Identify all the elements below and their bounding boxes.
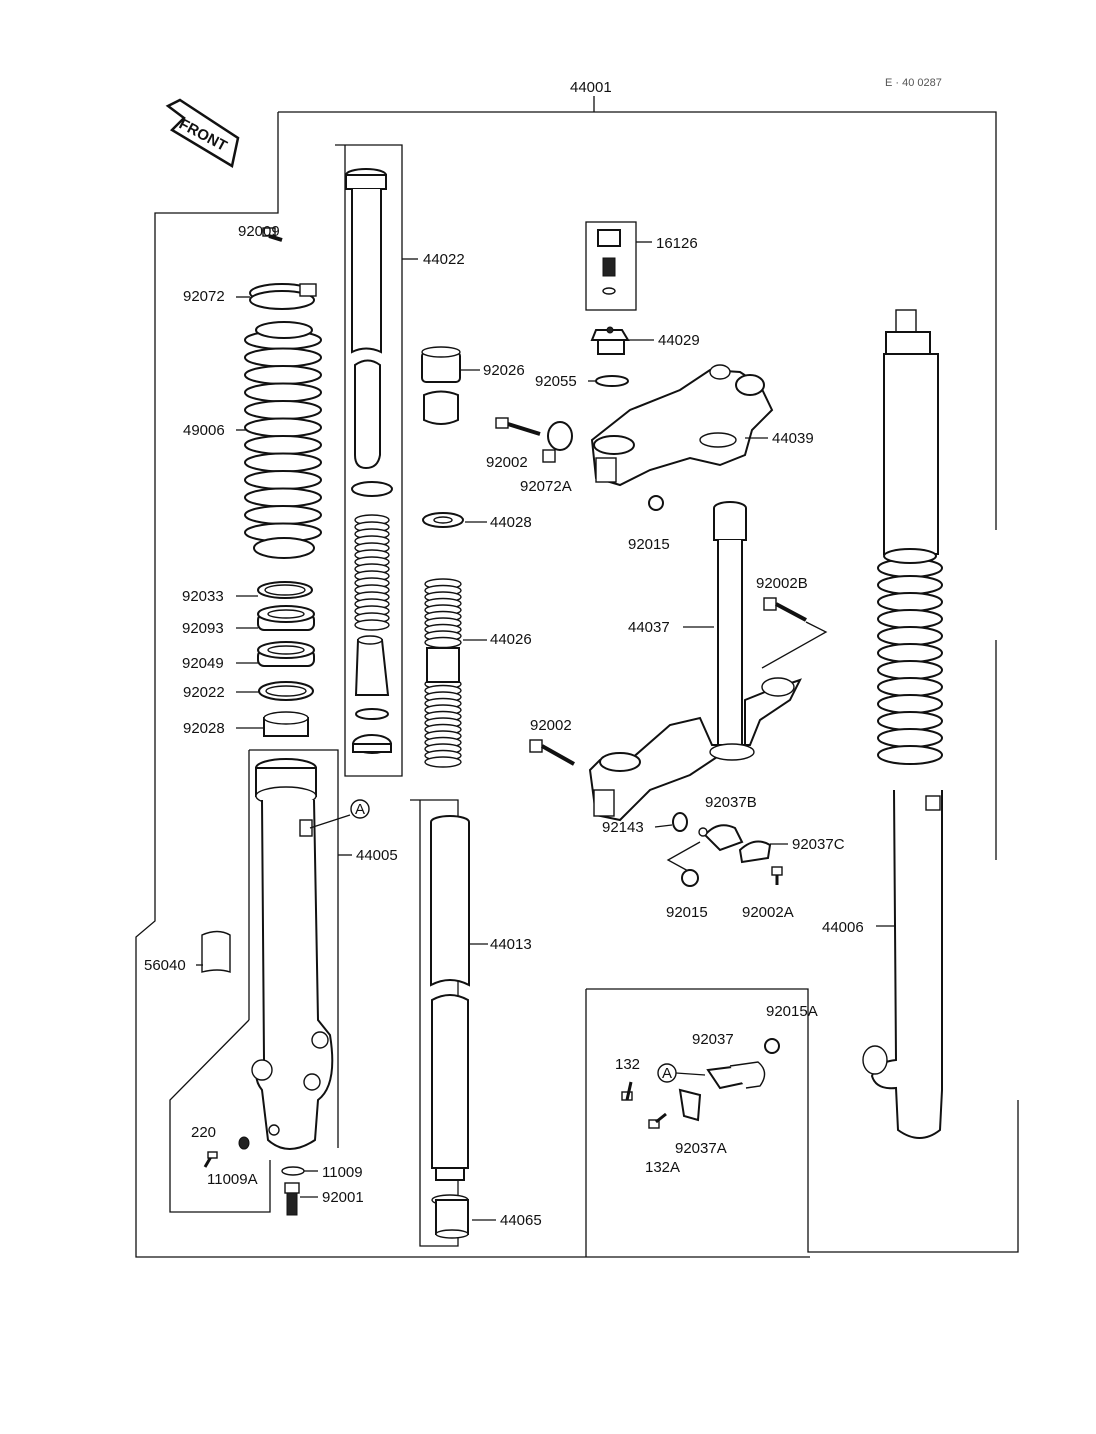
upper-bracket-44039 [590, 364, 774, 487]
nut-92015-mid [681, 869, 699, 887]
label-92037B: 92037B [705, 794, 757, 811]
screw-92002A [771, 866, 783, 885]
svg-text:A: A [662, 1065, 672, 1082]
label-92002-mid: 92002 [530, 717, 572, 734]
label-92002B: 92002B [756, 575, 808, 592]
label-92033: 92033 [182, 588, 224, 605]
label-44037: 44037 [628, 619, 670, 636]
label-16126: 16126 [656, 235, 698, 252]
bolt-92002-mid [529, 739, 575, 766]
bolt-92002-top [495, 417, 541, 436]
label-44001: 44001 [570, 79, 612, 96]
label-44028: 44028 [490, 514, 532, 531]
front-direction-arrow: FRONT [165, 98, 240, 168]
clamp-92072A [542, 421, 573, 463]
label-92001: 92001 [322, 1189, 364, 1206]
label-132: 132 [615, 1056, 640, 1073]
label-92028: 92028 [183, 720, 225, 737]
label-92009: 92009 [238, 223, 280, 240]
bracket-92037B-92037C [698, 824, 772, 864]
label-92002A: 92002A [742, 904, 794, 921]
bushing-92028 [263, 711, 309, 737]
svg-text:A: A [355, 801, 365, 818]
inner-tube-44013 [410, 799, 488, 1247]
o-ring-92055 [595, 375, 629, 387]
outer-tube-left-44005 [248, 749, 352, 1150]
label-44065: 44065 [500, 1212, 542, 1229]
screw-92009 [262, 227, 283, 242]
nut-92015A [764, 1038, 780, 1054]
label-49006: 49006 [183, 422, 225, 439]
screw-220 [203, 1151, 218, 1168]
drawing-code: E · 40 0287 [885, 77, 942, 89]
bolt-92001 [284, 1182, 300, 1216]
label-92015-mid: 92015 [666, 904, 708, 921]
label-44005: 44005 [356, 847, 398, 864]
top-plug-44029 [590, 326, 630, 355]
screw-132A [648, 1112, 667, 1129]
oil-seal-92093 [257, 605, 315, 631]
label-92037A: 92037A [675, 1140, 727, 1157]
nut-92015-top [648, 495, 664, 511]
label-44006: 44006 [822, 919, 864, 936]
bracket-92037 [678, 1061, 766, 1122]
snap-ring-92033 [257, 581, 313, 599]
label-92002-top: 92002 [486, 454, 528, 471]
label-220: 220 [191, 1124, 216, 1141]
bolt-92002B [763, 597, 807, 622]
callout-a-left: A [350, 799, 370, 819]
label-11009: 11009 [322, 1164, 363, 1181]
air-valve-16126 [585, 221, 637, 311]
label-92022: 92022 [183, 684, 225, 701]
label-92093: 92093 [182, 620, 224, 637]
fork-spring-44026 [424, 578, 462, 768]
label-92049: 92049 [182, 655, 224, 672]
label-56040: 56040 [144, 957, 186, 974]
label-92026: 92026 [483, 362, 525, 379]
label-92143: 92143 [602, 819, 644, 836]
label-11009A: 11009A [207, 1171, 258, 1188]
ring-92022 [258, 681, 314, 701]
fork-boot-49006 [244, 321, 322, 559]
label-44039: 44039 [772, 430, 814, 447]
fork-assembly-right-44006 [862, 309, 943, 1139]
steering-stem-44037 [588, 501, 802, 822]
label-44029: 44029 [658, 332, 700, 349]
label-92015-top: 92015 [628, 536, 670, 553]
washer-11009 [281, 1166, 305, 1176]
inner-tube-group-44022 [335, 144, 418, 777]
callout-a-right: A [657, 1063, 677, 1083]
nut-11009A [238, 1136, 250, 1150]
caution-label-56040 [201, 930, 231, 973]
label-92072: 92072 [183, 288, 225, 305]
label-92015A: 92015A [766, 1003, 818, 1020]
label-92037: 92037 [692, 1031, 734, 1048]
label-44013: 44013 [490, 936, 532, 953]
fork-assembly-outline [135, 96, 1019, 1258]
label-44022: 44022 [423, 251, 465, 268]
collar-92026 [421, 346, 461, 425]
label-92072A: 92072A [520, 478, 572, 495]
screw-132 [621, 1081, 633, 1101]
clamp-92072 [249, 283, 317, 310]
label-132A: 132A [645, 1159, 680, 1176]
spring-seat-44028 [422, 512, 464, 528]
label-92037C: 92037C [792, 836, 845, 853]
collar-92143 [672, 812, 688, 832]
label-44026: 44026 [490, 631, 532, 648]
washer-92049 [257, 641, 315, 667]
label-92055: 92055 [535, 373, 577, 390]
